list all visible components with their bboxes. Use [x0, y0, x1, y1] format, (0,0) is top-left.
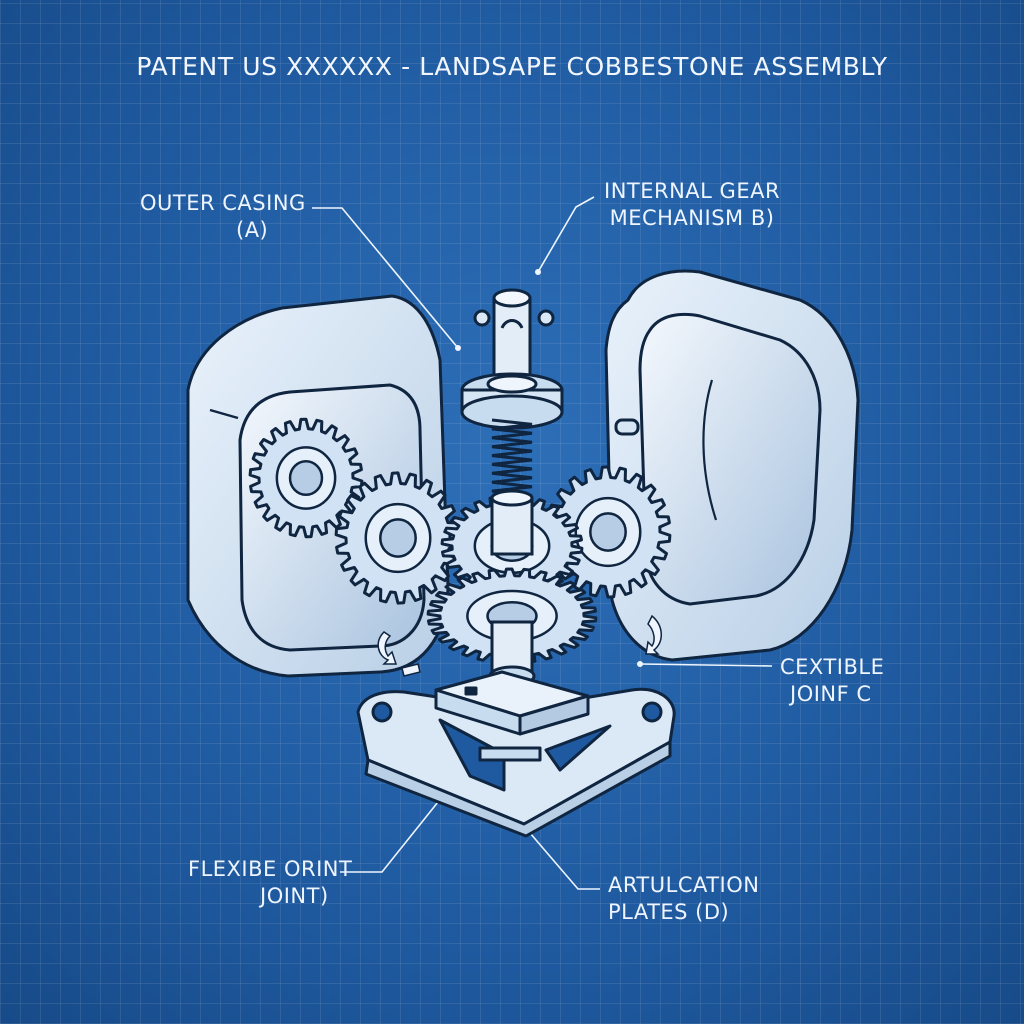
left-casing-gear-bore	[288, 459, 324, 497]
diagram-title: PATENT US XXXXXX - LANDSAPE COBBESTONE A…	[136, 52, 888, 81]
label-articulation-plates: ARTULCATION PLATES (D)	[608, 873, 760, 924]
left-side-gear-bore	[379, 518, 417, 558]
left-side-gear	[334, 471, 462, 605]
articulation-base-plate	[356, 687, 676, 838]
label-cextible-joint: CEXTIBLE JOINF C	[780, 655, 885, 706]
right-side-gear-bore	[589, 512, 627, 552]
flexible-joint-block	[434, 670, 590, 736]
rotation-arrows	[377, 614, 662, 677]
central-shaft	[460, 288, 564, 430]
compression-spring	[491, 418, 533, 502]
label-flexibe-orint-joint: FLEXIBE ORINT JOINT)	[188, 857, 353, 908]
right-side-gear	[544, 465, 672, 599]
label-outer-casing: OUTER CASING (A)	[140, 191, 306, 242]
center-lower-gear	[426, 567, 598, 665]
left-casing-gear	[248, 417, 364, 539]
right-outer-casing	[604, 269, 860, 662]
label-internal-gear-mechanism: INTERNAL GEAR MECHANISM B)	[604, 179, 781, 230]
leader-lines	[312, 196, 773, 890]
gear-group	[248, 417, 672, 665]
